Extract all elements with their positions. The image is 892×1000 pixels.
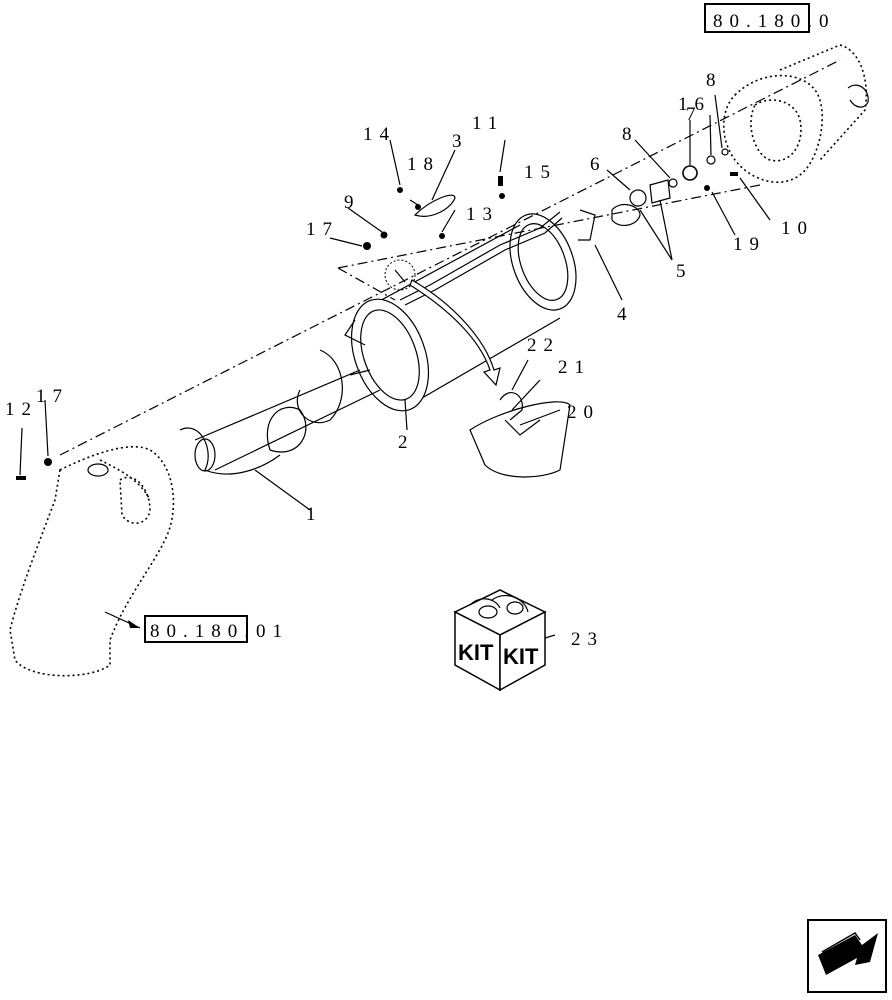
leader-lines <box>19 94 771 639</box>
reference-box-bottom[interactable]: 80.180.01 <box>144 615 289 643</box>
callout-12: 12 <box>5 399 38 420</box>
next-page-arrow-icon[interactable] <box>807 919 887 993</box>
reference-label-top: 80.180.0 <box>713 11 836 32</box>
callout-14: 14 <box>363 124 396 145</box>
callout-13: 13 <box>466 204 499 225</box>
callout-1: 1 <box>306 504 323 525</box>
callout-2: 2 <box>398 432 415 453</box>
upper-housing <box>723 44 869 183</box>
clamp-detail-inset <box>384 259 571 478</box>
kit-label-left: KIT <box>458 640 494 665</box>
callout-numbers: 1 2 3 4 5 6 7 8 8 9 10 11 12 13 14 15 16… <box>5 70 814 650</box>
callout-6: 6 <box>590 154 607 175</box>
callout-10: 10 <box>781 218 814 239</box>
callout-3: 3 <box>452 131 469 152</box>
callout-17-upper: 17 <box>306 219 339 240</box>
callout-22: 22 <box>527 335 560 356</box>
lower-elbow <box>9 446 175 677</box>
auger-tube <box>344 211 577 412</box>
hardware-parts <box>16 148 738 480</box>
callout-8-upper: 8 <box>706 70 723 91</box>
callout-4: 4 <box>617 304 634 325</box>
kit-label-right: KIT <box>503 644 539 669</box>
callout-23: 23 <box>571 629 604 650</box>
callout-11: 11 <box>472 113 504 134</box>
callout-17-lower: 17 <box>36 386 69 407</box>
callout-18: 18 <box>407 154 440 175</box>
callout-8-lower: 8 <box>622 124 639 145</box>
reference-box-top[interactable]: 80.180.0 <box>704 3 836 33</box>
callout-5: 5 <box>676 261 693 282</box>
reference-label-bottom: 80.180.01 <box>150 621 289 642</box>
callout-21: 21 <box>558 357 591 378</box>
kit-box-icon: KIT KIT <box>453 589 547 692</box>
callout-16: 16 <box>678 94 711 115</box>
auger-flighting <box>179 349 381 475</box>
callout-15: 15 <box>524 162 557 183</box>
callout-9: 9 <box>344 192 361 213</box>
callout-20: 20 <box>567 402 600 423</box>
callout-19: 19 <box>733 234 766 255</box>
callout-7: 7 <box>686 104 703 125</box>
